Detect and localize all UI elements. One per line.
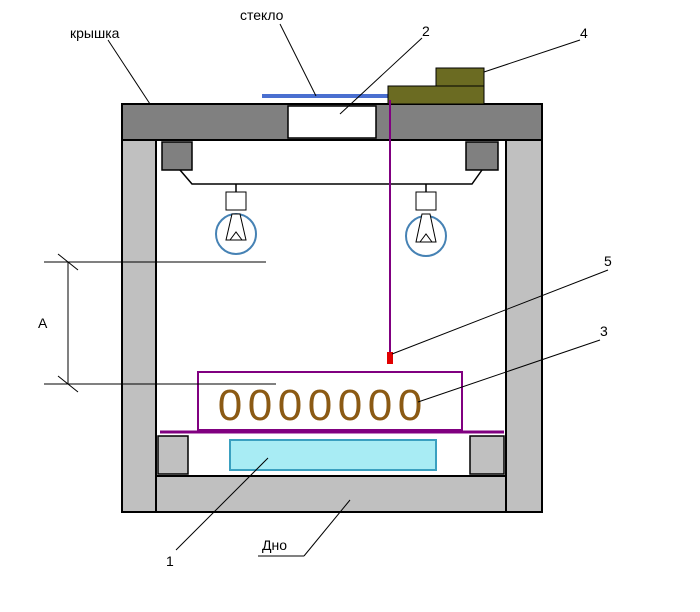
left-wall [121, 139, 157, 513]
label-1: 1 [166, 553, 174, 569]
egg: 0 [398, 381, 422, 430]
lamp-left [215, 184, 257, 255]
dimension-a-label: А [38, 315, 48, 331]
thermostat-device [387, 67, 485, 105]
right-wall [505, 139, 543, 513]
lid [121, 103, 543, 141]
label-2: 2 [422, 23, 430, 39]
leader-lid [107, 39, 151, 105]
label-5: 5 [604, 253, 612, 269]
leader-bottom [303, 499, 351, 557]
leader-1 [175, 457, 269, 551]
egg: 0 [278, 381, 302, 430]
leader-5 [391, 269, 609, 355]
egg: 0 [338, 381, 362, 430]
temperature-sensor [387, 352, 393, 364]
egg: 0 [218, 381, 242, 430]
label-4: 4 [580, 25, 588, 41]
water-tray [229, 439, 437, 471]
label-glass: стекло [240, 7, 284, 23]
egg: 0 [368, 381, 392, 430]
support-left [157, 435, 189, 475]
leader-2 [339, 37, 423, 115]
leader-glass [279, 23, 317, 97]
egg: 0 [248, 381, 272, 430]
dimension-a: А [38, 253, 276, 393]
lamp-right [405, 184, 447, 257]
egg: 0 [308, 381, 332, 430]
label-bottom: Дно [262, 537, 287, 553]
leader-3 [417, 339, 601, 403]
lid-glass-opening [287, 105, 377, 139]
lamp-holder [161, 141, 499, 185]
label-3: 3 [600, 323, 608, 339]
egg-tray [197, 371, 463, 431]
bottom [155, 475, 507, 513]
leader-4 [483, 39, 581, 73]
support-right [469, 435, 505, 475]
label-lid: крышка [70, 25, 120, 41]
